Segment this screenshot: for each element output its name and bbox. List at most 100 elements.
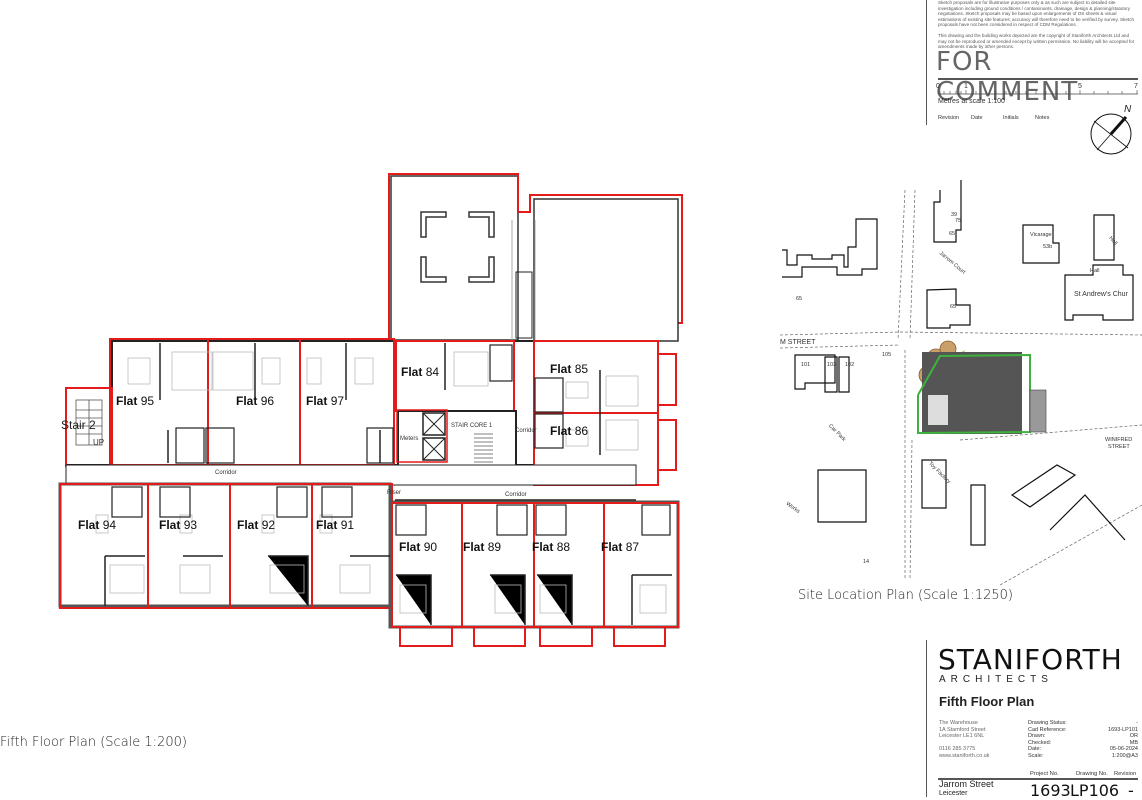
info-label: Cad Reference: (1028, 726, 1067, 733)
meters-room-boundary (396, 409, 448, 463)
flat-number: 85 (574, 362, 589, 376)
revision-no-header: Revision (1114, 771, 1137, 777)
riser-label: Riser (387, 490, 402, 496)
lower-balconies (399, 627, 666, 647)
map-label-church: St Andrew's Chur (1074, 291, 1128, 298)
upper-furniture (127, 351, 639, 451)
flat-87-boundary (603, 502, 679, 628)
scale-bar-label: Metres at scale 1:100 (938, 98, 1005, 105)
map-label-102: 102 (845, 362, 855, 368)
notes-header: Notes (1035, 115, 1050, 121)
flat-number: 95 (140, 394, 155, 408)
lift-2-cross (422, 437, 446, 461)
lift-1-cross (422, 412, 446, 436)
site-development (917, 340, 1047, 435)
stair-core-label: STAIR CORE 1 (451, 423, 493, 429)
plant-roof-right (533, 198, 679, 342)
flat-93-label: Flat 93 (159, 518, 197, 532)
project-no-header: Project No. (1030, 771, 1059, 777)
info-value: - (1136, 720, 1138, 726)
drawing-info-labels: Drawing Status: Cad Reference: Drawn: Ch… (1028, 720, 1067, 760)
flat-prefix: Flat (159, 518, 181, 532)
project-divider (938, 778, 1138, 780)
corridor-label-core: Corridor (515, 428, 537, 434)
flat-number: 97 (330, 394, 345, 408)
map-label-75: 75 (955, 218, 962, 224)
flat-94-label: Flat 94 (78, 518, 116, 532)
lift-2 (422, 437, 446, 461)
stamp-underline (938, 78, 1138, 80)
flat-prefix: Flat (316, 518, 338, 532)
floor-plan-drawing (58, 173, 683, 647)
company-address: The Warehouse 1A Stamford Street Leicest… (939, 720, 989, 760)
flat-prefix: Flat (306, 394, 328, 408)
scale-bar (937, 90, 1138, 95)
info-value: MB (1129, 739, 1138, 746)
north-label: N (1124, 104, 1132, 115)
revision-number: - (1128, 781, 1134, 800)
roof-lights (420, 211, 495, 283)
north-arrow-icon (1090, 113, 1132, 155)
revision-header: Revision (938, 115, 960, 121)
stair-core-treads (474, 433, 493, 463)
flat-96-label: Flat 96 (236, 394, 274, 408)
scale-tick-1: 1 (964, 83, 968, 90)
address-spacer (939, 740, 989, 747)
flat-number: 92 (261, 518, 276, 532)
map-label-winifred-street: STREET (1108, 444, 1130, 450)
flat-number: 94 (102, 518, 117, 532)
upper-internal-walls (159, 343, 601, 463)
scale-tick-7: 7 (1134, 83, 1138, 90)
flat-prefix: Flat (116, 394, 138, 408)
flat-prefix: Flat (401, 365, 423, 379)
info-label: Drawing Status: (1028, 720, 1067, 726)
project-number: 1693 (1030, 781, 1071, 800)
site-location-map (779, 180, 1142, 586)
company-phone: 0116 285 3775 (939, 746, 976, 753)
map-label-103: 103 (827, 362, 837, 368)
flat-number: 88 (556, 540, 571, 554)
flat-86-balcony (658, 419, 677, 471)
info-label: Scale: (1028, 752, 1044, 759)
address-line: 1A Stamford Street (939, 726, 986, 733)
corridor-label-upper: Corridor (215, 470, 237, 476)
map-label-105: 105 (882, 352, 892, 358)
map-label-65c: 65 (950, 304, 957, 310)
site-inner (928, 395, 948, 425)
flat-92-label: Flat 92 (237, 518, 275, 532)
map-buildings (782, 180, 1134, 546)
map-label-65b: 65 (949, 231, 956, 237)
status-stamp: FOR COMMENT (936, 47, 1079, 107)
floor-plan-caption: Fifth Floor Plan (Scale 1:200) (0, 735, 187, 750)
hatched-area (1029, 389, 1047, 433)
initials-header: Initials (1003, 115, 1019, 121)
flat-number: 96 (260, 394, 275, 408)
corridor-label-lower: Corridor (505, 492, 527, 498)
site-city: Leicester (939, 790, 968, 797)
flat-97-label: Flat 97 (306, 394, 344, 408)
plant-deck-area (388, 173, 683, 342)
company-website: www.staniforth.co.uk (939, 752, 990, 759)
date-header: Date (971, 115, 983, 121)
flat-number: 87 (625, 540, 640, 554)
flat-prefix: Flat (532, 540, 554, 554)
info-value: 1693-LP101 (1108, 726, 1138, 733)
title-block-border (926, 640, 927, 797)
flat-prefix: Flat (550, 424, 572, 438)
note-copyright: This drawing and the building works depi… (938, 32, 1135, 50)
info-value: 05-06-2024 (1109, 746, 1138, 753)
flat-number: 86 (574, 424, 589, 438)
stair-up-label: UP (93, 438, 105, 447)
map-label-65: 65 (796, 296, 803, 302)
stair2-treads (75, 399, 103, 446)
info-value: 1:200@A3 (1111, 752, 1138, 759)
stair2-label: Stair 2 (61, 418, 96, 432)
flat-90-label: Flat 90 (399, 540, 437, 554)
flat-prefix: Flat (463, 540, 485, 554)
flat-prefix: Flat (399, 540, 421, 554)
drawing-info-values: - 1693-LP101 OR MB 05-06-2024 1:200@A3 (1108, 720, 1138, 760)
map-label-winifred: WINIFRED (1105, 437, 1133, 443)
lower-furniture (95, 514, 667, 614)
flat-95-label: Flat 95 (116, 394, 154, 408)
flat-number: 89 (487, 540, 502, 554)
